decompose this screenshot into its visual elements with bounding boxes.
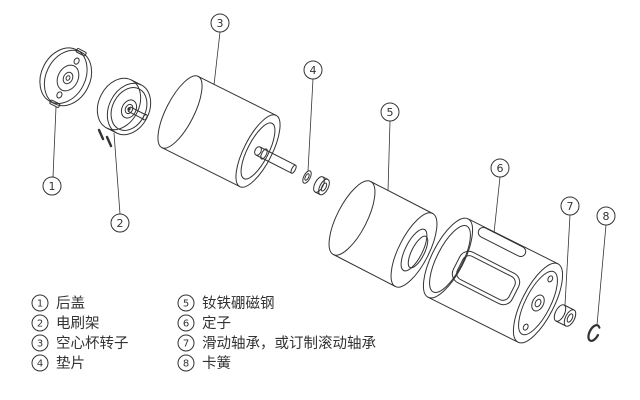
- part-bearing: [553, 304, 577, 327]
- callout-8: 8: [596, 206, 616, 226]
- brush-terminal-pin: [97, 128, 105, 141]
- callout-5: 5: [380, 102, 400, 122]
- part-stator: [422, 217, 564, 344]
- legend: 1 后盖 2 电刷架 3 空心杯转子 4 垫片 5 钕铁硼磁钢 6 定子: [31, 294, 376, 372]
- callout-1: 1: [42, 176, 62, 196]
- legend-5-number: 5: [183, 299, 189, 310]
- legend-5-label: 钕铁硼磁钢: [202, 295, 275, 312]
- leader-line-1: [52, 106, 57, 178]
- leader-line-8: [596, 224, 607, 326]
- stator-hub: [531, 294, 545, 312]
- legend-item-1: 1 后盖: [31, 294, 85, 312]
- leader-line-7: [564, 214, 571, 306]
- legend-7-number: 7: [183, 339, 189, 350]
- leader-line-3: [213, 31, 221, 86]
- magnet-bore: [400, 228, 428, 272]
- legend-4-label: 垫片: [56, 355, 85, 372]
- leader-line-2: [113, 132, 121, 215]
- brush-terminal-pin: [105, 135, 113, 148]
- stator-window: [451, 250, 521, 306]
- legend-8-label: 卡簧: [202, 355, 231, 372]
- callout-1-number: 1: [49, 180, 56, 193]
- callout-6: 6: [490, 158, 510, 178]
- part-magnet: [328, 180, 438, 288]
- stator-top-slot: [477, 226, 527, 258]
- callout-7-number: 7: [567, 200, 574, 213]
- legend-item-3: 3 空心杯转子: [31, 334, 129, 352]
- cover-tab: [49, 99, 61, 108]
- legend-3-label: 空心杯转子: [56, 335, 129, 352]
- cover-tab: [75, 48, 87, 57]
- callout-2-number: 2: [117, 217, 124, 230]
- legend-6-label: 定子: [202, 315, 231, 332]
- legend-8-number: 8: [183, 359, 189, 370]
- callout-6-number: 6: [497, 162, 504, 175]
- leader-line-5: [387, 120, 391, 192]
- callout-4-number: 4: [310, 64, 317, 77]
- leader-lines: [52, 31, 607, 326]
- callout-7: 7: [560, 196, 580, 216]
- legend-1-number: 1: [37, 299, 43, 310]
- callout-2: 2: [110, 213, 130, 233]
- callout-5-number: 5: [387, 106, 394, 119]
- leader-line-6: [493, 176, 501, 234]
- callout-3-number: 3: [217, 17, 224, 30]
- legend-6-number: 6: [183, 319, 189, 330]
- legend-item-8: 8 卡簧: [177, 354, 231, 372]
- legend-3-number: 3: [37, 339, 43, 350]
- rotor-shaft: [255, 146, 297, 174]
- legend-item-2: 2 电刷架: [31, 314, 100, 332]
- brush-holder-shaft-stub: [129, 106, 147, 116]
- legend-7-label: 滑动轴承，或订制滚动轴承: [202, 335, 376, 352]
- part-coreless-rotor: [157, 75, 297, 188]
- legend-item-5: 5 钕铁硼磁钢: [177, 294, 275, 312]
- part-rear-cover: [39, 47, 93, 108]
- callout-3: 3: [210, 13, 230, 33]
- legend-2-number: 2: [37, 319, 43, 330]
- leader-line-4: [307, 78, 314, 172]
- legend-2-label: 电刷架: [56, 315, 100, 332]
- callout-8-number: 8: [603, 210, 610, 223]
- legend-item-4: 4 垫片: [31, 354, 85, 372]
- part-washers: [302, 170, 330, 196]
- legend-item-6: 6 定子: [177, 314, 231, 332]
- callout-4: 4: [303, 60, 323, 80]
- part-circlip: [587, 324, 601, 342]
- legend-item-7: 7 滑动轴承，或订制滚动轴承: [177, 334, 376, 352]
- part-brush-holder: [96, 77, 152, 148]
- legend-4-number: 4: [37, 359, 43, 370]
- legend-1-label: 后盖: [56, 295, 85, 312]
